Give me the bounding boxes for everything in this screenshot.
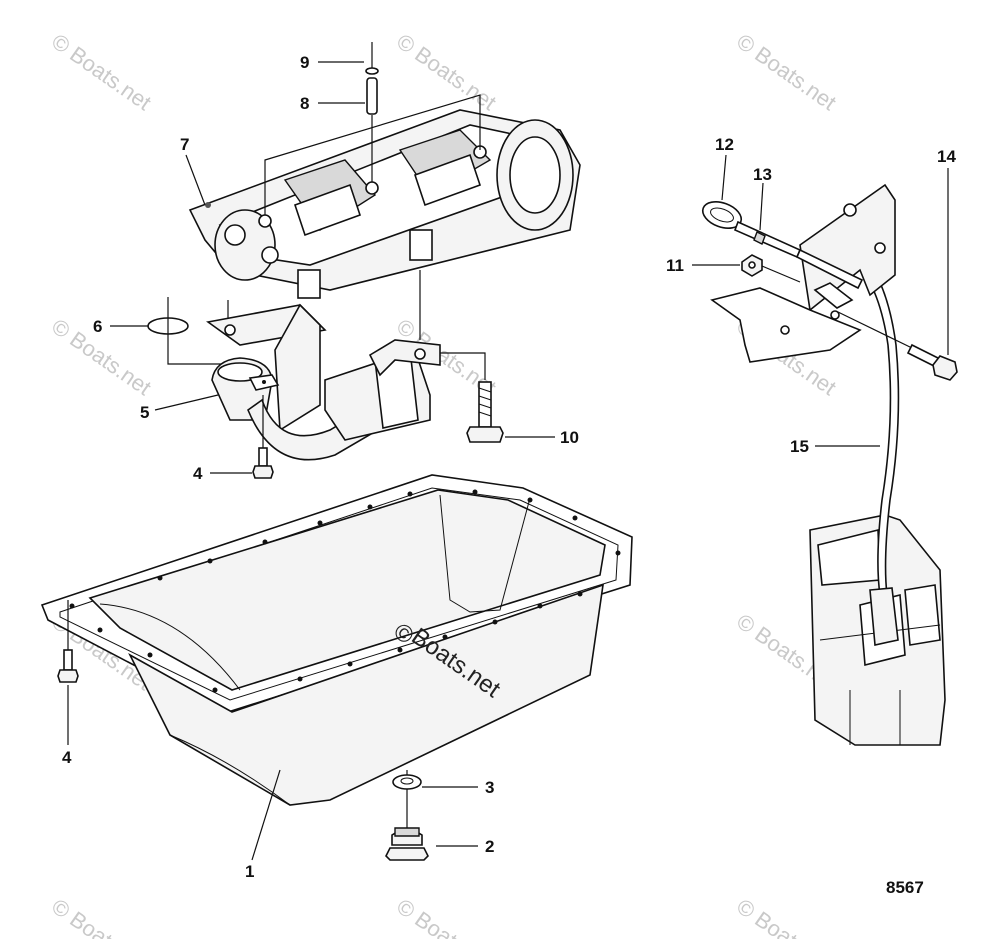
oil-pump-icon xyxy=(188,109,581,299)
callout-7: 7 xyxy=(180,135,189,154)
bolt-icon xyxy=(57,649,79,683)
leader-line xyxy=(425,352,486,380)
callout-12: 12 xyxy=(715,135,734,154)
watermark: © Boats.net xyxy=(47,29,156,116)
diagram-number: 8567 xyxy=(886,878,924,897)
bolt-icon xyxy=(906,343,958,381)
bolt-icon xyxy=(466,381,504,443)
washer-icon xyxy=(392,774,422,790)
leader-line xyxy=(167,297,235,365)
watermark: © Boats.net xyxy=(392,894,501,939)
o-ring-icon xyxy=(365,67,379,75)
callout-6: 6 xyxy=(93,317,102,336)
callout-8: 8 xyxy=(300,94,309,113)
callout-leaders xyxy=(67,61,949,861)
leader-line xyxy=(761,265,801,283)
watermark: © Boats.net xyxy=(47,894,156,939)
callout-5: 5 xyxy=(140,403,149,422)
callout-4: 4 xyxy=(62,748,72,767)
bracket-icon xyxy=(710,183,896,363)
dowel-pin-icon xyxy=(366,77,378,115)
callout-4: 4 xyxy=(193,464,203,483)
callout-2: 2 xyxy=(485,837,494,856)
pickup-tube-icon xyxy=(206,303,441,461)
callout-1: 1 xyxy=(245,862,254,881)
callout-14: 14 xyxy=(937,147,956,166)
callout-10: 10 xyxy=(560,428,579,447)
watermark: © Boats.net xyxy=(392,29,501,116)
watermark: © Boats.net xyxy=(732,29,841,116)
bolt-icon xyxy=(252,447,274,479)
nut-icon xyxy=(741,254,763,277)
callout-11: 11 xyxy=(666,256,684,275)
dipstick-tube-icon xyxy=(856,256,900,646)
callout-13: 13 xyxy=(753,165,772,184)
callout-9: 9 xyxy=(300,53,309,72)
callout-3: 3 xyxy=(485,778,494,797)
dipstick-icon xyxy=(701,201,864,290)
callout-labels: 1 2 3 4 4 5 6 7 8 9 10 11 12 13 14 15 xyxy=(62,53,956,881)
oil-pan-icon xyxy=(40,474,633,806)
drain-plug-icon xyxy=(385,827,429,861)
watermark: © Boats.net xyxy=(732,894,841,939)
callout-15: 15 xyxy=(790,437,809,456)
leader-line xyxy=(837,311,913,349)
